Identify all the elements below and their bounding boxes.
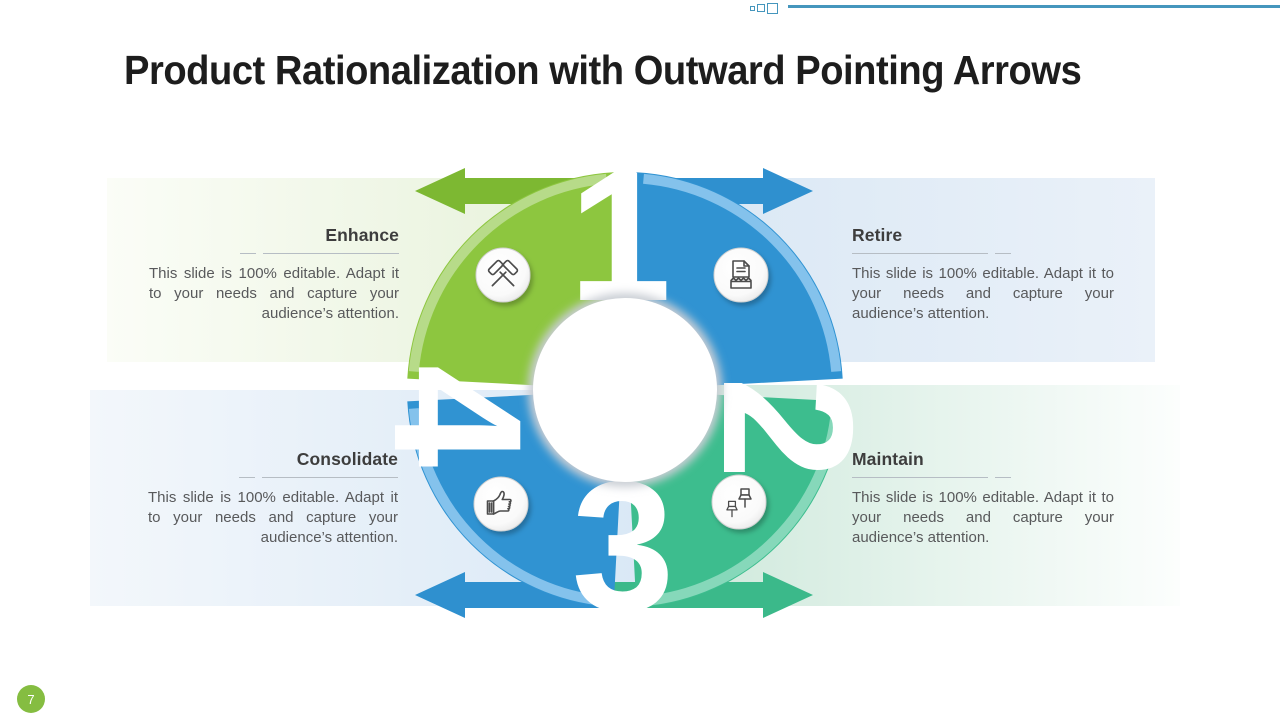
rim-blue-top bbox=[643, 173, 842, 372]
separator bbox=[852, 477, 1114, 478]
block-retire-body: This slide is 100% editable. Adapt it to… bbox=[852, 265, 1114, 322]
deco-square-large bbox=[767, 2, 778, 14]
block-consolidate-body: This slide is 100% editable. Adapt it to… bbox=[148, 489, 398, 546]
page-number: 7 bbox=[27, 691, 35, 707]
cycle-diagram: 1 2 3 4 bbox=[395, 158, 855, 622]
separator bbox=[852, 253, 1114, 254]
page-number-badge: 7 bbox=[17, 685, 45, 713]
crossed-hammers-icon bbox=[487, 259, 519, 287]
block-maintain: Maintain This slide is 100% editable. Ad… bbox=[852, 449, 1114, 547]
block-consolidate: Consolidate This slide is 100% editable.… bbox=[148, 449, 398, 547]
badge-retire bbox=[713, 247, 769, 303]
deco-square-medium bbox=[757, 4, 765, 12]
slide-title: Product Rationalization with Outward Poi… bbox=[124, 47, 1082, 94]
push-pins-icon bbox=[726, 488, 752, 518]
rim-blue-bottom bbox=[408, 408, 607, 607]
rim-teal bbox=[643, 408, 842, 607]
separator bbox=[148, 477, 398, 478]
badge-enhance bbox=[475, 247, 531, 303]
deco-squares bbox=[750, 1, 778, 15]
block-enhance-body: This slide is 100% editable. Adapt it to… bbox=[149, 265, 399, 322]
center-circle bbox=[533, 298, 717, 482]
badge-consolidate bbox=[473, 476, 529, 532]
block-enhance-title: Enhance bbox=[325, 225, 399, 245]
separator bbox=[149, 253, 399, 254]
block-consolidate-title: Consolidate bbox=[296, 449, 398, 469]
rim-green bbox=[408, 173, 607, 372]
block-retire-title: Retire bbox=[852, 225, 903, 245]
block-retire: Retire This slide is 100% editable. Adap… bbox=[852, 225, 1114, 323]
block-maintain-title: Maintain bbox=[852, 449, 924, 469]
shredded-document-icon bbox=[730, 260, 752, 289]
accent-line bbox=[788, 5, 1280, 8]
thumbs-up-icon bbox=[486, 490, 512, 515]
deco-square-small bbox=[750, 5, 755, 11]
block-enhance: Enhance This slide is 100% editable. Ada… bbox=[149, 225, 399, 323]
badge-maintain bbox=[711, 474, 767, 530]
block-maintain-body: This slide is 100% editable. Adapt it to… bbox=[852, 489, 1114, 546]
